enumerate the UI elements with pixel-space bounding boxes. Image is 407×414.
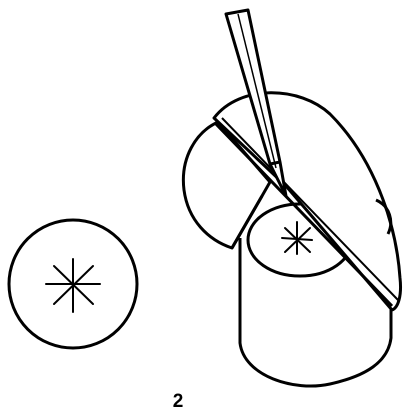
figure-number-label: 2 xyxy=(166,392,190,412)
stem-top-view xyxy=(9,220,137,348)
